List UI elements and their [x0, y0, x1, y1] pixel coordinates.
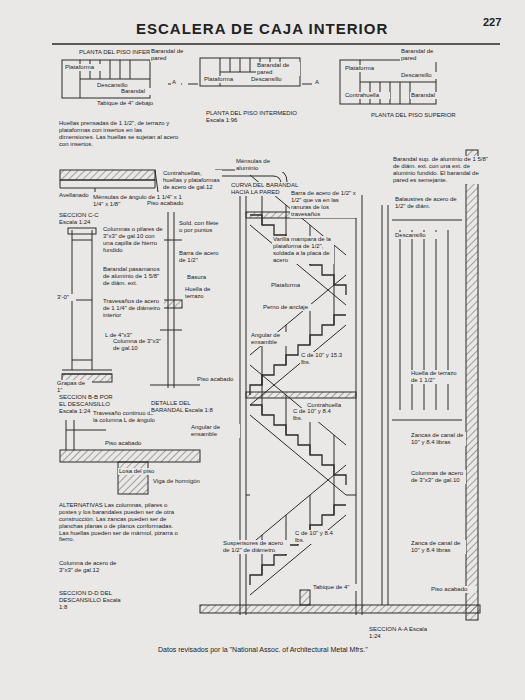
drawing-note: Descansillo: [400, 72, 444, 79]
drawing-note: Suspensores de acero de 1/2" de diámetro: [222, 540, 290, 554]
drawing-note: PLANTA DEL PISO SUPERIOR: [370, 112, 482, 119]
drawing-note: SECCION C-C Escala 1:24: [58, 212, 110, 226]
drawing-note: Grapas de 1": [56, 380, 92, 394]
source-caption: Datos revisados por la "National Assoc. …: [158, 646, 368, 653]
drawing-note: Losa del piso: [118, 468, 168, 475]
drawing-note: Angular de ensamble: [190, 424, 240, 438]
page-number: 227: [482, 16, 502, 29]
drawing-note: Plataforma: [344, 65, 384, 72]
drawing-note: Travesaños de acero de 1 1/4" de diámetr…: [102, 298, 164, 319]
drawing-note: Piso acabado: [430, 586, 476, 593]
drawing-note: Balaustres de acero de 1/2" de diám.: [394, 196, 458, 210]
drawing-note: SECCION D-D DEL DESCANSILLO Escala 1:8: [58, 590, 130, 611]
drawing-note: Perno de anclaje: [262, 304, 312, 311]
drawing-note: Barra de acero de 1/2": [178, 250, 220, 264]
drawing-note: Barra de acero de 1/2" x 1/2" que va en …: [290, 190, 358, 218]
drawing-note: Barandal: [410, 92, 444, 99]
drawing-note: DETALLE DEL BARANDAL Escala 1:8: [150, 400, 222, 414]
page-title: ESCALERA DE CAJA INTERIOR: [136, 20, 388, 37]
drawing-note: Sold. con filete o por puntos: [178, 220, 220, 234]
drawing-note: Angular de ensamble: [250, 332, 296, 346]
drawing-note: Plataforma: [203, 76, 243, 83]
drawing-note: Varilla mampara de la plataforma de 1/2"…: [272, 236, 334, 264]
drawing-note: Barandal sup. de aluminio de 1 5/8" de d…: [392, 156, 492, 184]
drawing-note: Descansillo: [394, 232, 442, 239]
drawing-note: Barandal pasamanos de aluminio de 1 5/8"…: [102, 266, 164, 287]
drawing-note: Columna de 3"x3" de gal.10: [112, 338, 166, 352]
drawing-note: Columnas o pilares de 3"x3" de gal.10 co…: [102, 226, 164, 254]
drawing-note: Contrahuella: [306, 402, 352, 409]
drawing-note: A: [314, 79, 324, 86]
drawing-note: Piso acabado: [104, 440, 154, 447]
drawing-note: Piso acabado: [146, 200, 188, 207]
drawing-note: PLANTA DEL PISO INTERMEDIO Escala 1:96: [205, 110, 317, 124]
drawing-note: Piso acabado: [196, 376, 238, 383]
drawing-note: ALTERNATIVAS Las columnas, pilares o pos…: [58, 502, 180, 543]
drawing-note: Viga de hormigón: [152, 478, 214, 485]
drawing-note: Zancas de canal de 10" y 8.4 libras: [410, 432, 466, 446]
drawing-note: Columnas de acero de 3"x3" de gal.10: [410, 470, 466, 484]
drawing-note: Tabique de 4" debajo: [96, 100, 158, 107]
drawing-note: Barandal de pared: [256, 62, 300, 76]
drawing-note: 3'-0": [56, 294, 76, 301]
drawing-note: C de 10" y 8.4 lbs.: [294, 530, 340, 544]
drawing-note: Columna de acero de 3"x3" de gal.12: [58, 560, 130, 574]
drawing-note: C de 10" y 8.4 lbs.: [292, 408, 338, 422]
drawing-note: Huella de terrazo de 1 1/2": [410, 370, 464, 384]
drawing-note: Plataforma: [270, 282, 312, 289]
drawing-note: Ménsulas de aluminio: [235, 158, 292, 172]
drawing-note: Zanca de canal de 10" y 8.4 libras: [410, 540, 466, 554]
drawing-note: Plataforma: [64, 64, 104, 71]
drawing-note: Contrahuella: [344, 92, 390, 99]
drawing-note: Barandal: [120, 88, 154, 95]
drawing-note: C de 10" y 15.3 lbs.: [300, 352, 350, 366]
drawing-note: Barandal de pared: [150, 48, 194, 62]
drawing-note: Descansillo: [250, 76, 294, 83]
drawing-note: Huella de terrazo: [184, 286, 226, 300]
drawing-note: A: [171, 79, 181, 86]
drawing-note: Basura: [186, 274, 218, 281]
drawing-note: SECCION A-A Escala 1:24: [368, 626, 430, 640]
drawing-note: Tabique de 4": [312, 584, 360, 591]
drawing-note: Huellas prensadas de 1 1/2", de terrazo …: [58, 120, 180, 148]
drawing-note: Contrahuellas, huellas y plataformas de …: [162, 170, 222, 191]
drawing-note: Barandal de pared: [400, 48, 444, 62]
